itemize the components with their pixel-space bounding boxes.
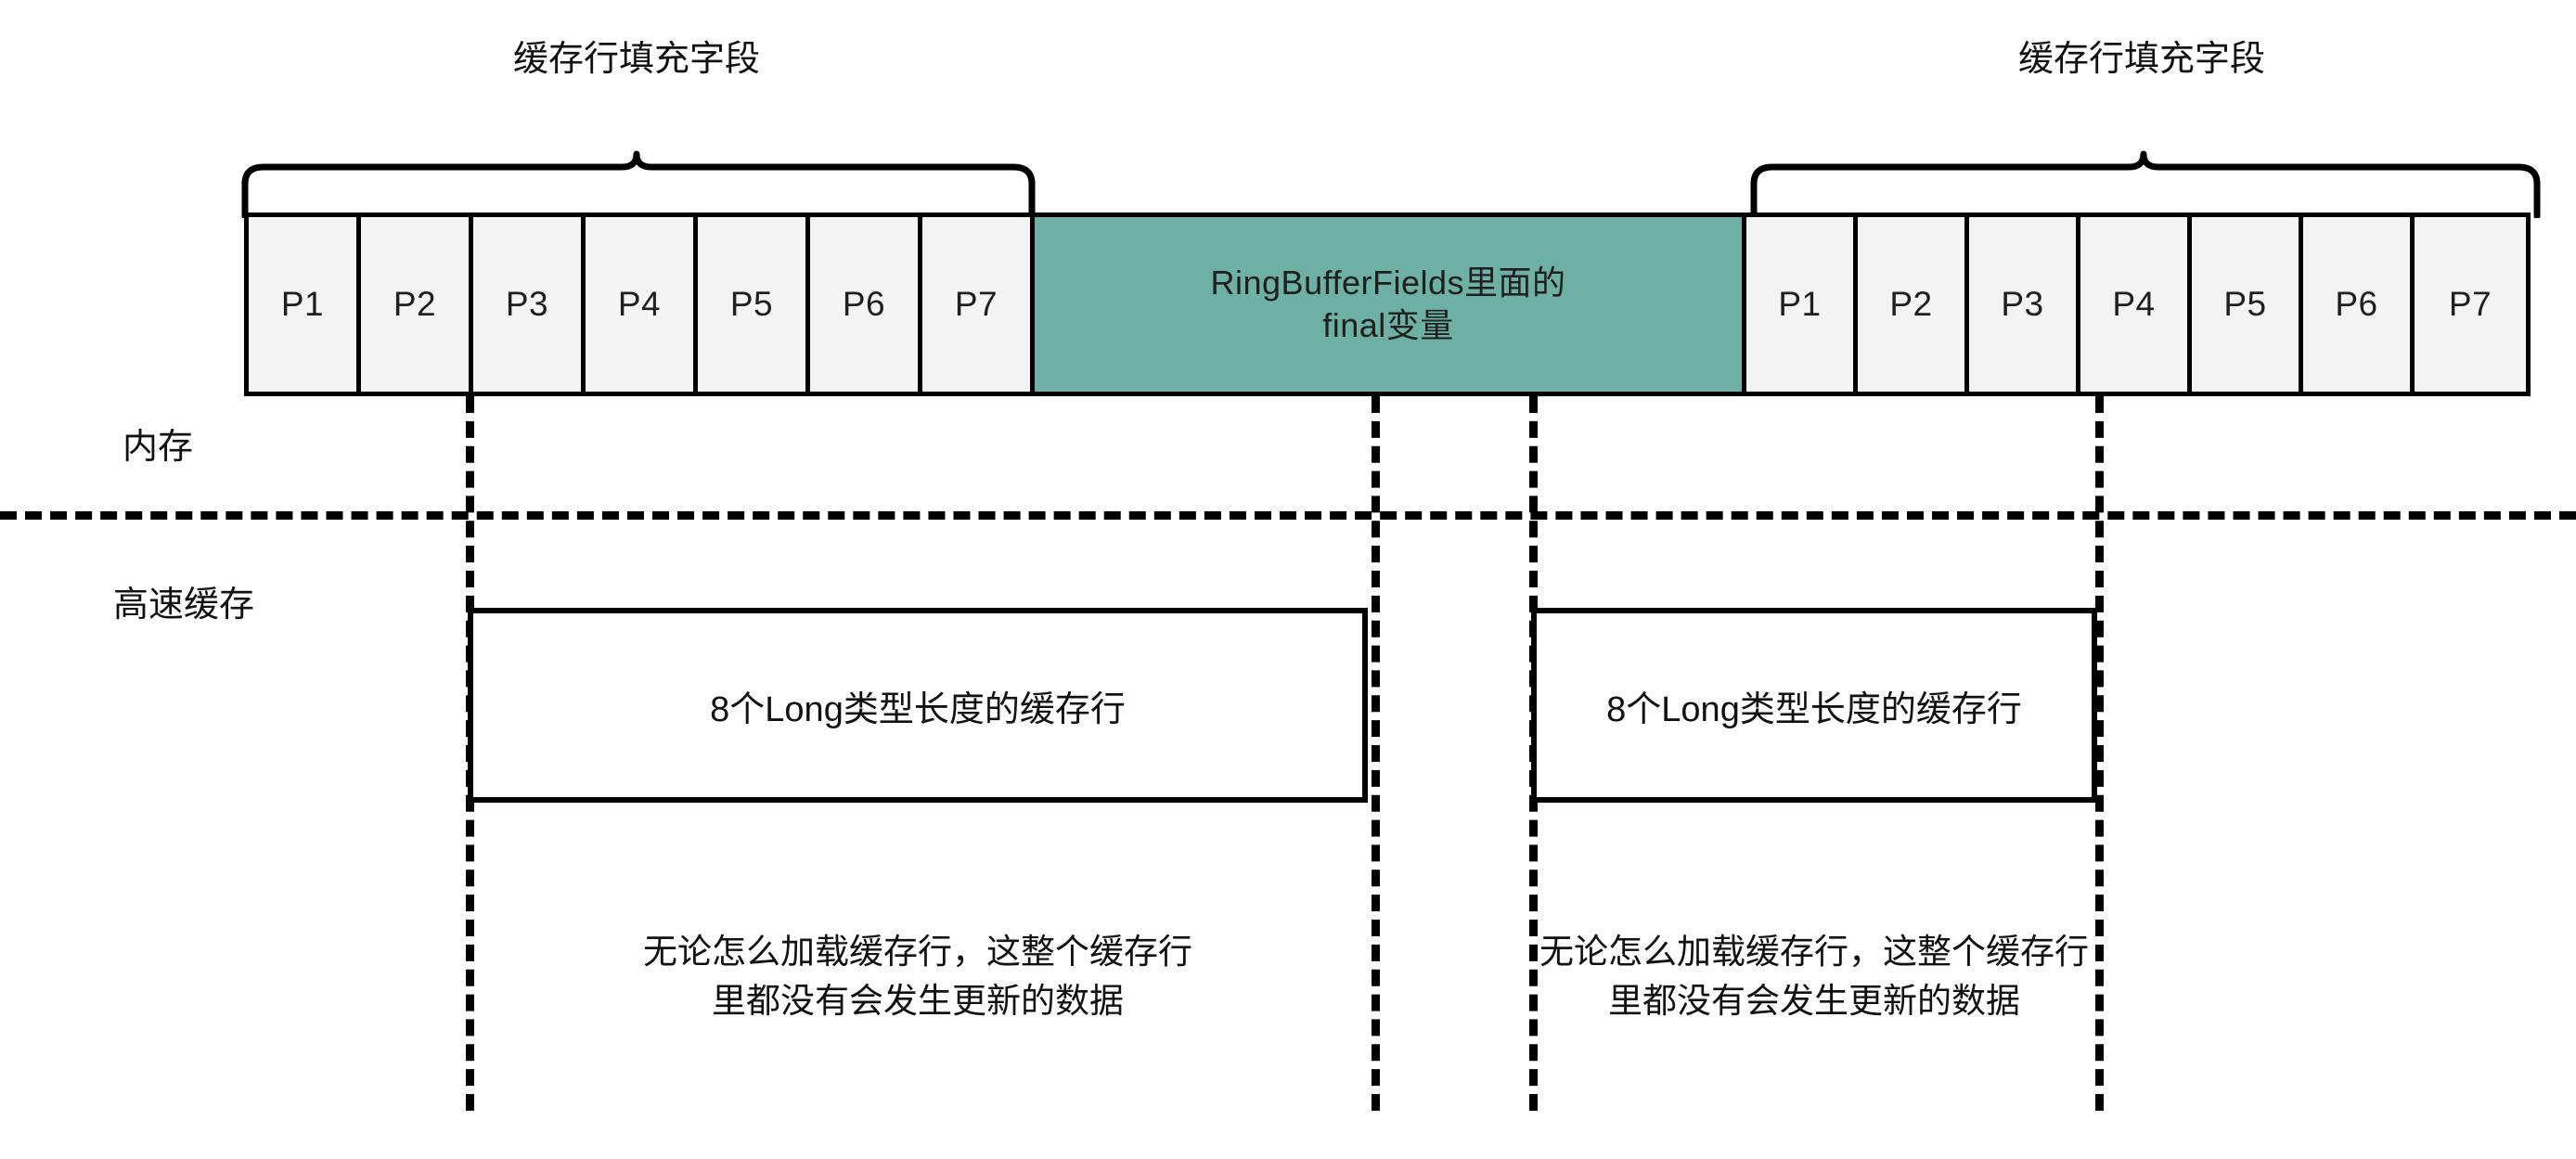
cache-label: 高速缓存 bbox=[113, 586, 255, 625]
ringbuffer-fields-line2: final变量 bbox=[1322, 306, 1454, 344]
padding-cell-l1: P1 bbox=[249, 217, 361, 392]
memory-cache-divider bbox=[0, 511, 2576, 520]
guide-line-left-end bbox=[1372, 396, 1380, 1111]
memory-label: 内存 bbox=[122, 428, 194, 467]
padding-cell-l7: P7 bbox=[922, 217, 1035, 392]
ringbuffer-fields-line1: RingBufferFields里面的 bbox=[1210, 263, 1566, 302]
cache-line-box-left: 8个Long类型长度的缓存行 bbox=[468, 608, 1368, 803]
padding-cell-l2: P2 bbox=[361, 217, 473, 392]
padding-cell-r2: P2 bbox=[1858, 217, 1969, 392]
brace-label-right: 缓存行填充字段 bbox=[2017, 40, 2266, 79]
guide-line-right-end bbox=[2095, 396, 2104, 1111]
padding-cell-r6: P6 bbox=[2303, 217, 2415, 392]
padding-cell-l3: P3 bbox=[473, 217, 586, 392]
padding-cell-r1: P1 bbox=[1746, 217, 1858, 392]
padding-cell-r4: P4 bbox=[2080, 217, 2192, 392]
padding-cell-l5: P5 bbox=[698, 217, 810, 392]
cache-note-left: 无论怎么加载缓存行，这整个缓存行 里都没有会发生更新的数据 bbox=[643, 933, 1192, 1020]
padding-cell-r5: P5 bbox=[2192, 217, 2303, 392]
curly-brace-left-icon bbox=[239, 148, 1037, 218]
padding-cell-l4: P4 bbox=[586, 217, 698, 392]
brace-label-left: 缓存行填充字段 bbox=[512, 40, 761, 79]
padding-cell-r3: P3 bbox=[1969, 217, 2080, 392]
padding-cell-r7: P7 bbox=[2415, 217, 2526, 392]
padding-cell-l6: P6 bbox=[810, 217, 922, 392]
ringbuffer-fields-cell: RingBufferFields里面的 final变量 bbox=[1035, 217, 1746, 392]
curly-brace-right-icon bbox=[1748, 148, 2543, 218]
cache-line-box-right: 8个Long类型长度的缓存行 bbox=[1531, 608, 2097, 803]
memory-layout-bar: P1 P2 P3 P4 P5 P6 P7 RingBufferFields里面的… bbox=[244, 212, 2531, 396]
cache-note-right: 无论怎么加载缓存行，这整个缓存行 里都没有会发生更新的数据 bbox=[1539, 933, 2089, 1020]
